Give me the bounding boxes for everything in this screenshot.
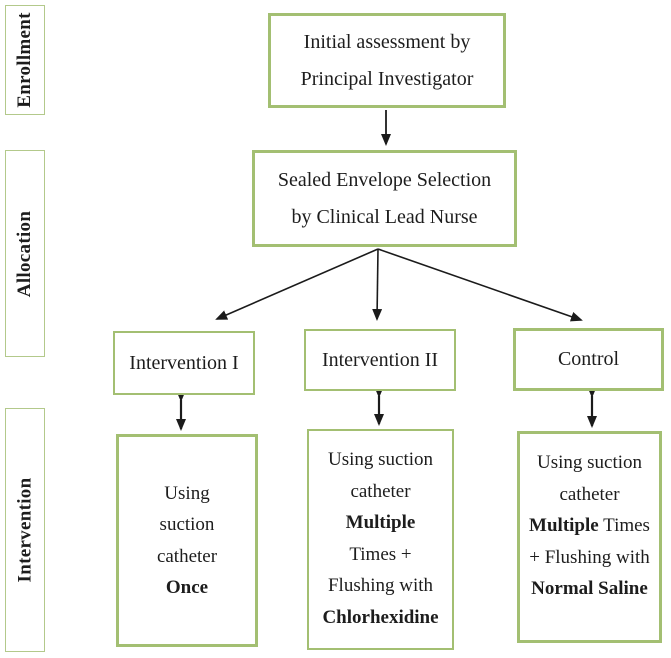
node-sealed-envelope-line2: by Clinical Lead Nurse [291, 205, 478, 228]
arrow-sealed-to-arm3-icon [377, 248, 583, 322]
node-initial-assessment: Initial assessment by Principal Investig… [268, 13, 506, 108]
node-intervention-2: Intervention II [304, 329, 456, 391]
stage-label-intervention-text: Intervention [14, 477, 35, 583]
stage-label-enrollment: Enrollment [5, 5, 45, 115]
detail-text-line: suction [159, 514, 215, 535]
arrow-sealed-to-arm2-icon [372, 248, 383, 321]
arrow-sealed-to-arm1-icon [215, 248, 379, 320]
stage-label-allocation: Allocation [5, 150, 45, 357]
detail-text-line: Flushing with [327, 575, 434, 596]
node-sealed-envelope-line1: Sealed Envelope Selection [277, 168, 492, 191]
detail-text-line: Chlorhexidine [322, 606, 439, 628]
detail-text-line: Once [165, 577, 209, 598]
detail-text-line: Using [164, 482, 210, 504]
node-intervention-2-title: Intervention II [321, 348, 439, 371]
node-intervention-1-title: Intervention I [129, 351, 239, 374]
stage-label-allocation-text: Allocation [14, 210, 36, 297]
stage-label-intervention: Intervention [5, 408, 45, 652]
stage-label-enrollment-text: Enrollment [14, 12, 36, 108]
detail-text-line: + Flushing with [529, 546, 650, 568]
detail-text-line: catheter [350, 480, 411, 502]
node-initial-assessment-line1: Initial assessment by [303, 30, 471, 53]
node-intervention-1: Intervention I [113, 331, 255, 395]
detail-text-line: catheter [559, 483, 620, 505]
detail-text-line: Times + [349, 543, 412, 565]
node-control: Control [513, 328, 664, 391]
detail-text-line: Normal Saline [531, 578, 648, 599]
node-sealed-envelope: Sealed Envelope Selection by Clinical Le… [252, 150, 517, 247]
detail-text-line: Using suction [327, 449, 434, 470]
node-control-title: Control [557, 348, 620, 370]
node-initial-assessment-line2: Principal Investigator [300, 67, 474, 90]
detail-text-line: Multiple [345, 512, 416, 533]
detail-text-line: catheter [156, 545, 218, 567]
detail-text-line: Multiple Times [529, 515, 650, 536]
detail-text-line: Using suction [536, 452, 643, 473]
